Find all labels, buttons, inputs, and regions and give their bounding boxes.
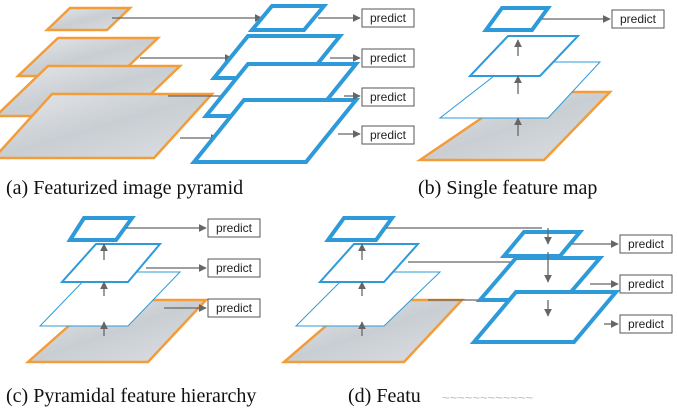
feature-layer xyxy=(467,35,581,77)
top-down-map-3 xyxy=(469,290,621,344)
feature-map-top xyxy=(482,6,552,32)
image-level-4 xyxy=(0,92,215,160)
predict-label: predict xyxy=(370,90,407,104)
feature-layer xyxy=(324,216,396,242)
caption-c: (c) Pyramidal feature hierarchy xyxy=(6,385,256,407)
feature-layer xyxy=(38,271,182,327)
predict-label: predict xyxy=(620,12,657,26)
predict-box: predict xyxy=(361,87,415,107)
predict-box: predict xyxy=(361,8,415,28)
predict-box: predict xyxy=(361,125,415,145)
predict-box: predict xyxy=(619,314,673,334)
image-level-1 xyxy=(43,6,134,32)
predict-box: predict xyxy=(207,258,261,278)
panel-a: predict predict predict predict (a) Feat… xyxy=(0,4,415,199)
predict-box: predict xyxy=(207,298,261,318)
feature-layer xyxy=(66,216,136,242)
input-image xyxy=(415,90,613,162)
watermark-smudge: ~~~~~~~~~~~~ xyxy=(442,390,534,405)
input-image xyxy=(280,298,465,364)
predict-label: predict xyxy=(370,128,407,142)
feature-layer xyxy=(59,243,163,283)
feature-layer xyxy=(438,61,602,119)
predict-box: predict xyxy=(619,234,673,254)
feature-map-1 xyxy=(247,4,329,32)
caption-a: (a) Featurized image pyramid xyxy=(6,177,243,199)
predict-box: predict xyxy=(361,48,415,68)
watermark-cover xyxy=(438,384,630,410)
predict-label: predict xyxy=(628,317,665,331)
predict-label: predict xyxy=(628,277,665,291)
predict-label: predict xyxy=(216,261,253,275)
predict-label: predict xyxy=(216,221,253,235)
predict-label: predict xyxy=(370,51,407,65)
predict-box: predict xyxy=(611,9,665,29)
predict-box: predict xyxy=(207,218,261,238)
feature-layer xyxy=(294,271,442,327)
input-image xyxy=(24,298,209,364)
panel-b: predict (b) Single feature map xyxy=(415,6,665,199)
feature-layer xyxy=(317,243,421,283)
panel-c: predict predict predict (c) Pyramidal fe… xyxy=(6,216,261,407)
predict-label: predict xyxy=(628,237,665,251)
feature-map-4 xyxy=(189,98,361,164)
predict-label: predict xyxy=(216,301,253,315)
predict-box: predict xyxy=(619,274,673,294)
caption-b: (b) Single feature map xyxy=(418,177,597,199)
predict-label: predict xyxy=(370,11,407,25)
panel-d: predict predict predict (d) Featu ~~~~~~… xyxy=(280,216,673,410)
caption-d: (d) Featu xyxy=(348,385,421,407)
top-down-map-1 xyxy=(499,230,585,258)
